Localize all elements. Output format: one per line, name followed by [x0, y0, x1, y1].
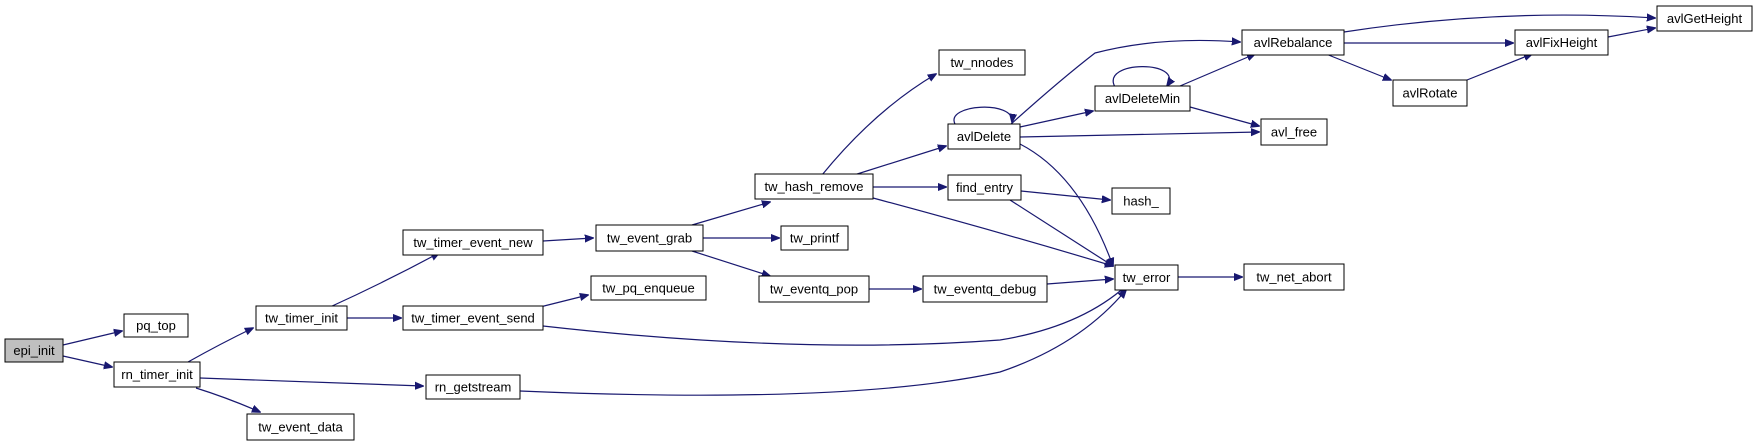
edge-avlDelete-avlDeleteMin [1019, 111, 1093, 128]
node-label: tw_pq_enqueue [602, 281, 695, 296]
edge-tw_timer_event_send-tw_error [542, 286, 1126, 346]
node-tw_eventq_pop[interactable]: tw_eventq_pop [758, 275, 870, 303]
edge-avlRebalance-avlGetHeight [1343, 15, 1655, 33]
node-tw_eventq_debug[interactable]: tw_eventq_debug [922, 275, 1048, 303]
node-label: tw_timer_init [265, 311, 338, 326]
node-label: tw_eventq_debug [934, 282, 1037, 297]
node-label: pq_top [136, 318, 176, 333]
node-label: tw_event_grab [607, 231, 692, 246]
node-label: tw_eventq_pop [770, 282, 858, 297]
node-label: avlDelete [957, 129, 1011, 144]
node-label: tw_net_abort [1256, 270, 1332, 285]
edge-epi_init-rn_timer_init [62, 355, 112, 367]
node-tw_hash_remove[interactable]: tw_hash_remove [754, 173, 874, 200]
edge-epi_init-pq_top [62, 331, 122, 346]
node-label: avlFixHeight [1526, 35, 1598, 50]
edge-avlRebalance-avlRotate [1325, 53, 1391, 80]
node-rn_timer_init[interactable]: rn_timer_init [113, 361, 201, 388]
edge-avlDeleteMin-avlRebalance [1179, 54, 1255, 87]
node-avlRebalance[interactable]: avlRebalance [1241, 29, 1345, 56]
edge-tw_hash_remove-avlDelete [853, 146, 946, 176]
node-label: rn_getstream [435, 380, 512, 395]
node-label: avlDeleteMin [1105, 91, 1180, 106]
node-label: find_entry [956, 180, 1014, 195]
node-label: avlRotate [1403, 86, 1458, 101]
node-tw_event_data[interactable]: tw_event_data [246, 413, 355, 441]
edge-tw_hash_remove-tw_error [872, 197, 1113, 266]
node-tw_timer_init[interactable]: tw_timer_init [255, 305, 348, 331]
node-label: tw_printf [790, 231, 840, 246]
node-avl_free[interactable]: avl_free [1260, 118, 1328, 146]
edge-avlDelete-avlDelete [953, 106, 1012, 125]
node-avlGetHeight[interactable]: avlGetHeight [1656, 5, 1753, 32]
node-label: avl_free [1271, 125, 1317, 140]
node-label: tw_event_data [258, 420, 343, 435]
node-tw_timer_event_new[interactable]: tw_timer_event_new [402, 229, 544, 256]
node-tw_pq_enqueue[interactable]: tw_pq_enqueue [590, 275, 707, 301]
node-label: avlGetHeight [1667, 11, 1743, 26]
node-label: avlRebalance [1254, 35, 1333, 50]
edges [62, 15, 1655, 412]
node-tw_timer_event_send[interactable]: tw_timer_event_send [402, 305, 544, 331]
edge-rn_timer_init-tw_timer_init [187, 328, 253, 363]
node-find_entry[interactable]: find_entry [947, 174, 1022, 201]
edge-rn_timer_init-rn_getstream [199, 377, 423, 386]
node-tw_nnodes[interactable]: tw_nnodes [938, 49, 1026, 76]
edge-rn_timer_init-tw_event_data [195, 387, 260, 412]
node-tw_printf[interactable]: tw_printf [780, 225, 849, 251]
node-tw_event_grab[interactable]: tw_event_grab [595, 224, 704, 252]
edge-avlDelete-avl_free [1019, 132, 1259, 138]
node-pq_top[interactable]: pq_top [123, 313, 189, 338]
edge-tw_hash_remove-tw_nnodes [821, 74, 936, 176]
edge-avlDelete-avlRebalance [1009, 40, 1240, 126]
node-hash_[interactable]: hash_ [1111, 187, 1171, 215]
edge-rn_getstream-tw_error [519, 290, 1126, 396]
edge-tw_timer_init-tw_timer_event_new [329, 253, 439, 308]
node-rn_getstream[interactable]: rn_getstream [425, 374, 521, 400]
node-avlDeleteMin[interactable]: avlDeleteMin [1094, 85, 1191, 112]
node-epi_init[interactable]: epi_init [4, 338, 64, 363]
node-avlFixHeight[interactable]: avlFixHeight [1514, 29, 1609, 56]
edge-avlFixHeight-avlGetHeight [1607, 28, 1655, 38]
edge-tw_event_grab-tw_eventq_pop [691, 250, 770, 276]
node-avlRotate[interactable]: avlRotate [1392, 79, 1468, 107]
node-label: tw_nnodes [951, 55, 1014, 70]
node-label: rn_timer_init [121, 367, 193, 382]
edge-find_entry-tw_error [1009, 199, 1113, 266]
node-tw_net_abort[interactable]: tw_net_abort [1243, 263, 1345, 291]
edge-avlDelete-tw_error [1019, 143, 1113, 266]
node-avlDelete[interactable]: avlDelete [947, 123, 1021, 150]
edge-tw_eventq_debug-tw_error [1046, 279, 1113, 285]
edge-avlRotate-avlFixHeight [1466, 54, 1532, 81]
edge-tw_timer_event_send-tw_pq_enqueue [539, 295, 588, 308]
node-label: tw_hash_remove [765, 179, 864, 194]
node-label: hash_ [1123, 194, 1159, 209]
node-label: tw_timer_event_send [411, 311, 535, 326]
edge-tw_event_grab-tw_hash_remove [691, 202, 770, 226]
node-label: tw_timer_event_new [413, 235, 533, 250]
nodes: epi_init pq_top rn_timer_init tw_timer_i… [4, 5, 1753, 441]
node-label: tw_error [1123, 270, 1171, 285]
edge-tw_timer_event_new-tw_event_grab [542, 238, 593, 241]
node-tw_error[interactable]: tw_error [1114, 264, 1179, 291]
edge-avlDeleteMin-avl_free [1189, 106, 1259, 126]
node-label: epi_init [13, 343, 55, 358]
edge-find_entry-hash_ [1020, 190, 1110, 200]
edge-avlDeleteMin-avlDeleteMin [1112, 66, 1169, 87]
